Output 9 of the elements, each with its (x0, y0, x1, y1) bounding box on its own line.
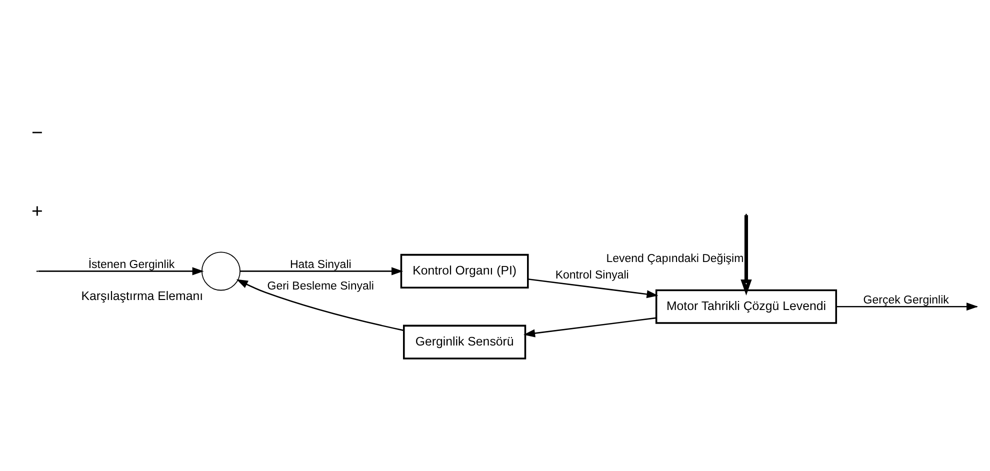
label: + (31, 200, 43, 222)
edge-label: İstenen Gerginlik (88, 258, 175, 271)
label: − (31, 121, 43, 144)
edge-label: Geri Besleme Sinyali (267, 280, 374, 292)
edge-label: Gerçek Gerginlik (863, 294, 949, 306)
edge-label: Kontrol Sinyali (555, 269, 629, 282)
node-label: Karşılaştırma Elemanı (81, 288, 204, 303)
edge-label: Hata Sinyali (290, 258, 352, 271)
edge-label: Levend Çapındaki Değişim (606, 252, 744, 264)
